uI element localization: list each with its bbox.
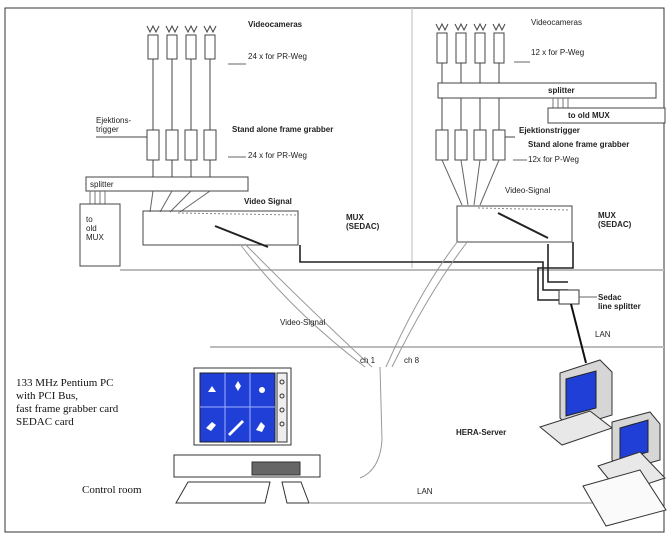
frame-grabber-box [454, 129, 468, 161]
frame-grabber-box [492, 129, 506, 161]
video-signal-lines [239, 240, 469, 479]
thumbnail-icon [235, 381, 241, 391]
right-old-mux-label: to old MUX [568, 111, 610, 120]
left-splitter-outputs [89, 191, 106, 204]
thumbnail-icon [256, 422, 265, 432]
thumbnail-icon [208, 386, 216, 392]
left-splitter-box [85, 176, 249, 192]
right-old-mux-box [547, 107, 666, 124]
pc-description: 133 MHz Pentium PC with PCI Bus, fast fr… [16, 377, 119, 428]
camera-icon [435, 22, 449, 130]
left-mux-label: MUX (SEDAC) [346, 213, 380, 231]
left-grabber-title: Stand alone frame grabber [232, 125, 334, 134]
left-old-mux-label: to old MUX [86, 215, 104, 242]
camera-icon [184, 24, 198, 130]
right-grabber-count: 12x for P-Weg [528, 155, 579, 164]
channel-8-label: ch 8 [404, 356, 420, 365]
frame-grabber-box [435, 129, 449, 161]
left-trigger-label: Ejektions- trigger [96, 116, 132, 134]
server-screen [619, 419, 649, 461]
thumbnail-icon [259, 387, 265, 393]
pc-monitor [193, 367, 292, 446]
lan-lower-label: LAN [417, 487, 433, 496]
left-fan-lines [149, 190, 211, 213]
right-splitter-box [437, 82, 657, 99]
left-mux-box [142, 210, 299, 246]
right-mux-label: MUX (SEDAC) [598, 211, 632, 229]
left-mux-output [214, 225, 269, 248]
frame-grabber-box [146, 129, 160, 161]
server-keyboard [582, 469, 667, 527]
left-cameras-count: 24 x for PR-Weg [248, 52, 307, 61]
frame-grabber-box [184, 129, 198, 161]
right-grabbers [435, 129, 515, 161]
left-video-signal-label: Video Signal [244, 197, 292, 206]
thumbnail-icon [228, 420, 244, 436]
sedac-splitter-label: Sedac line splitter [598, 293, 641, 311]
pc-drive [251, 461, 301, 476]
lan-cable-upper [570, 303, 587, 364]
right-fan-lines [441, 159, 500, 206]
mouse-pad [281, 481, 310, 504]
right-trigger-label: Ejektionstrigger [519, 126, 580, 135]
lan-cable-lower [309, 476, 615, 504]
camera-icon [146, 24, 160, 130]
left-grabbers [96, 129, 217, 177]
right-mux-output [497, 212, 549, 239]
hera-server [538, 359, 667, 527]
line-splitter-box [558, 289, 580, 305]
thumbnail-icon [206, 422, 216, 431]
camera-icon [473, 22, 487, 130]
right-mux-box [456, 205, 573, 243]
channel-1-label: ch 1 [360, 356, 376, 365]
server-screen [565, 370, 597, 417]
right-cameras [435, 22, 506, 130]
frame-grabber-box [473, 129, 487, 161]
left-cameras [146, 24, 217, 130]
left-splitter-label: splitter [90, 180, 114, 189]
camera-icon [454, 22, 468, 130]
keyboard [175, 481, 271, 504]
left-old-mux-box [79, 203, 121, 267]
left-cameras-title: Videocameras [248, 20, 303, 29]
right-grabber-title: Stand alone frame grabber [528, 140, 630, 149]
left-mux-bus [177, 212, 297, 216]
pc-base [173, 454, 321, 478]
right-splitter-label: splitter [548, 86, 575, 95]
camera-icon [165, 24, 179, 130]
frame-grabber-box [165, 129, 179, 161]
right-video-signal-label: Video-Signal [505, 186, 551, 195]
camera-icon [203, 24, 217, 130]
right-cameras-count: 12 x for P-Weg [531, 48, 585, 57]
hera-server-label: HERA-Server [456, 428, 507, 437]
right-splitter-outputs [552, 98, 569, 108]
mux-cables [299, 242, 574, 301]
video-signal-label: Video-Signal [280, 318, 326, 327]
camera-icon [492, 22, 506, 130]
frame-grabber-box [203, 129, 217, 161]
lan-upper-label: LAN [595, 330, 611, 339]
right-mux-bus [477, 207, 571, 211]
right-cameras-title: Videocameras [531, 18, 582, 27]
control-room-label: Control room [82, 484, 142, 496]
left-grabber-count: 24 x for PR-Weg [248, 151, 307, 160]
